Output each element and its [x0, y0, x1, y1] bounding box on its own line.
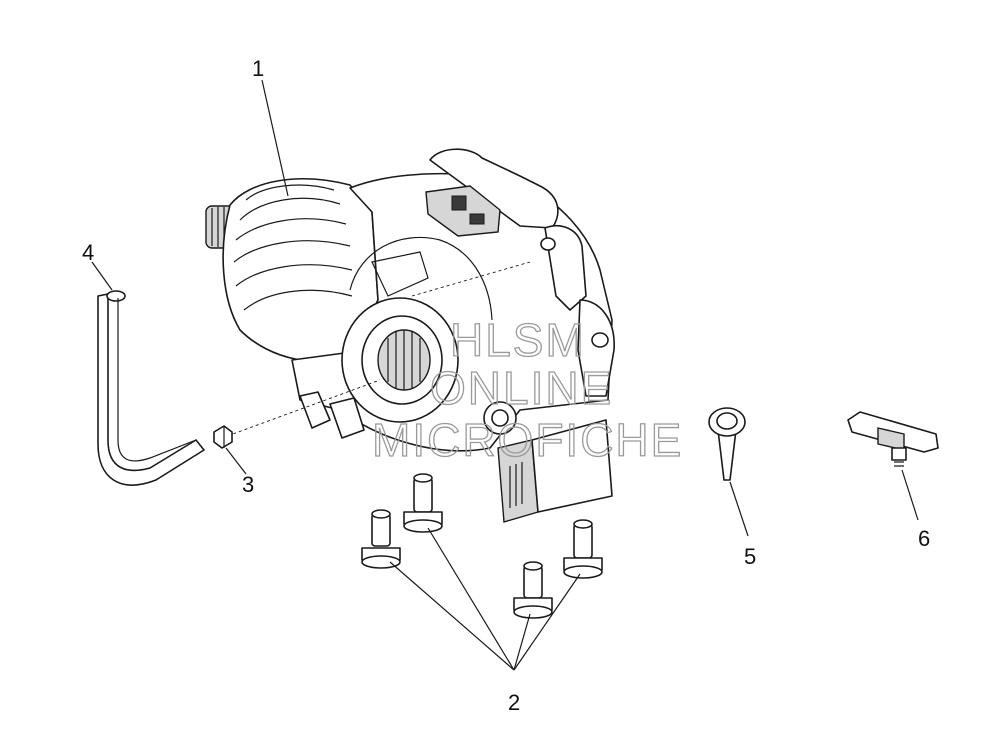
callout-3: 3 — [242, 472, 254, 497]
sensor — [847, 411, 939, 467]
watermark: HLSM ONLINE MICROFICHE — [371, 313, 683, 466]
leader-lines — [91, 79, 919, 671]
callout-1: 1 — [252, 56, 264, 81]
callout-5: 5 — [744, 544, 756, 569]
callout-2: 2 — [508, 690, 520, 715]
breather-hose — [97, 290, 205, 486]
bolt-b — [403, 473, 443, 533]
gearcase-housing — [205, 148, 615, 523]
watermark-line-3: MICROFICHE — [372, 414, 683, 466]
bolts — [361, 473, 603, 619]
callout-labels: 1 2 3 4 5 6 — [82, 56, 930, 715]
callout-4: 4 — [82, 240, 94, 265]
bolt-c — [513, 561, 553, 619]
key-pin — [708, 407, 746, 481]
bolt-d — [563, 519, 603, 579]
watermark-line-2: ONLINE — [430, 362, 613, 414]
callout-6: 6 — [918, 526, 930, 551]
watermark-line-1: HLSM — [450, 314, 586, 366]
bolt-a — [361, 509, 401, 569]
drain-plug — [213, 425, 233, 449]
